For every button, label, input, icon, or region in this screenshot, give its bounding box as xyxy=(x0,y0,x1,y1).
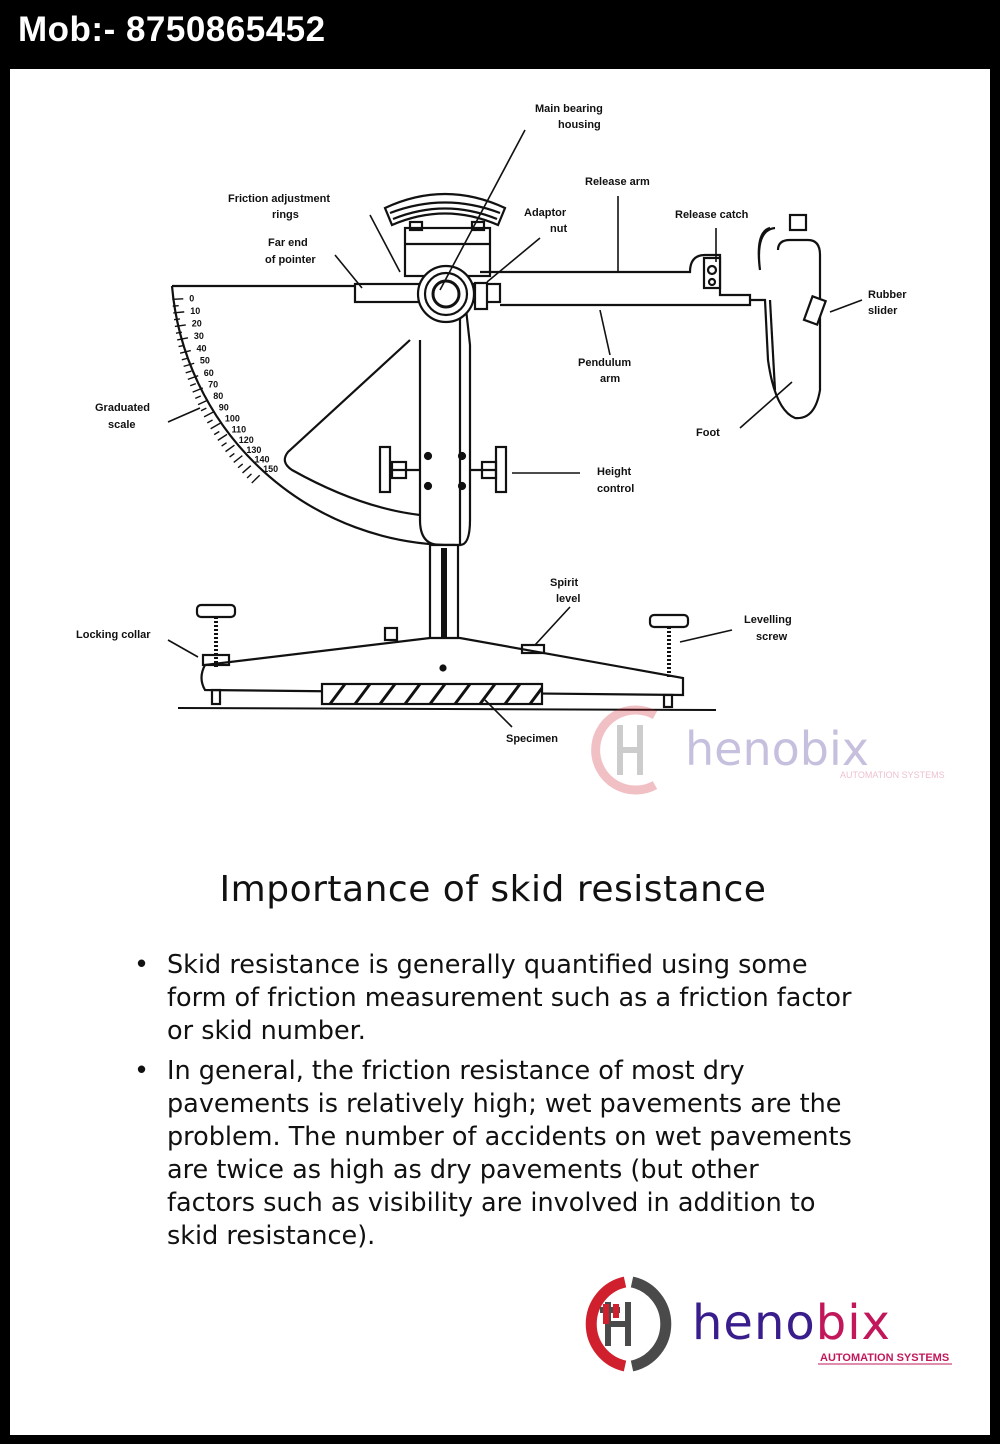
scale-tick xyxy=(178,344,185,348)
scale-tick xyxy=(172,298,184,301)
label-graduated-scale: Graduated xyxy=(95,402,150,414)
label-spirit-level: Spirit xyxy=(550,577,578,589)
scale-tick xyxy=(210,422,221,430)
bullet-text: Skid resistance is generally quantified … xyxy=(167,950,852,1046)
label-main-bearing-2: housing xyxy=(558,119,601,131)
scale-tick xyxy=(189,382,197,387)
bullet-symbol: • xyxy=(134,950,150,980)
logo-mark-red xyxy=(585,1276,627,1372)
scale-tick xyxy=(187,375,199,381)
scale-tick xyxy=(174,324,186,328)
bullet-item: • In general, the friction resistance of … xyxy=(132,1055,852,1253)
bullet-symbol: • xyxy=(134,1056,150,1086)
scale-tick xyxy=(237,463,244,469)
label-graduated-scale-2: scale xyxy=(108,419,136,431)
scale-tick xyxy=(229,452,235,458)
scale-tick xyxy=(185,370,192,374)
logo-name-part1: heno xyxy=(692,1295,816,1351)
scale-tick xyxy=(197,399,209,406)
bullet-item: • Skid resistance is generally quantified… xyxy=(132,949,852,1048)
scale-tick xyxy=(251,474,261,484)
label-foot: Foot xyxy=(696,427,720,439)
label-friction-rings: Friction adjustment xyxy=(228,193,330,205)
scale-number: 110 xyxy=(232,424,247,434)
slide-title: Importance of skid resistance xyxy=(219,869,767,910)
scale-number: 10 xyxy=(190,306,200,316)
henobix-logo: henobix AUTOMATION SYSTEMS xyxy=(585,1276,952,1372)
label-adaptor-nut: Adaptor xyxy=(524,207,567,219)
scale-arc xyxy=(170,284,456,547)
scale-tick xyxy=(233,455,243,464)
scale-tick xyxy=(225,444,235,453)
scale-tick xyxy=(192,387,204,393)
scale-tick xyxy=(173,318,181,321)
scale-tick xyxy=(246,473,252,479)
label-main-bearing: Main bearing xyxy=(535,103,603,115)
label-locking-collar: Locking collar xyxy=(76,629,151,641)
svg-text:AUTOMATION SYSTEMS: AUTOMATION SYSTEMS xyxy=(840,770,945,780)
scale-number: 90 xyxy=(219,403,229,413)
label-rubber-slider: Rubber xyxy=(868,289,907,301)
label-specimen: Specimen xyxy=(506,733,558,745)
scale-number: 100 xyxy=(225,414,240,424)
scale-tick xyxy=(200,407,207,412)
scale-number: 80 xyxy=(213,391,223,401)
scale-number: 40 xyxy=(197,343,207,353)
content-panel: Main bearing housing Release arm Frictio… xyxy=(10,69,990,1435)
svg-text:henobix: henobix xyxy=(692,1295,891,1351)
scale-number: 0 xyxy=(189,293,194,303)
label-pendulum-arm: Pendulum xyxy=(578,357,631,369)
scale-tick xyxy=(177,337,189,341)
scale-number: 120 xyxy=(239,435,254,445)
scale-tick xyxy=(183,362,195,368)
scale-tick xyxy=(203,411,215,418)
scale-number: 30 xyxy=(194,331,204,341)
label-friction-rings-2: rings xyxy=(272,209,299,221)
scale-number: 60 xyxy=(204,368,214,378)
scale-number: 70 xyxy=(208,380,218,390)
scale-tick xyxy=(194,395,202,400)
scale-tick xyxy=(206,419,213,424)
label-levelling-screw-2: screw xyxy=(756,631,788,643)
label-levelling-screw: Levelling xyxy=(744,614,792,626)
scale-number: 140 xyxy=(255,455,270,465)
label-release-arm: Release arm xyxy=(585,176,650,188)
scale-tick xyxy=(179,349,191,354)
label-far-end-2: of pointer xyxy=(265,254,316,266)
bullet-text: In general, the friction resistance of m… xyxy=(167,1056,852,1251)
label-release-catch: Release catch xyxy=(675,209,749,221)
logo-mark-gray xyxy=(630,1276,672,1372)
logo-tagline: AUTOMATION SYSTEMS xyxy=(820,1352,949,1364)
label-adaptor-nut-2: nut xyxy=(550,223,567,235)
label-height-control: Height xyxy=(597,466,632,478)
scale-number: 20 xyxy=(192,319,202,329)
scale-frame xyxy=(283,339,421,517)
scale-tick xyxy=(181,357,188,361)
label-far-end: Far end xyxy=(268,237,308,249)
label-height-control-2: control xyxy=(597,483,634,495)
scale-number: 150 xyxy=(263,464,278,474)
label-spirit-level-2: level xyxy=(556,593,580,605)
scale-tick xyxy=(242,465,252,474)
bullet-list: • Skid resistance is generally quantified… xyxy=(132,949,852,1260)
scale-tick xyxy=(213,430,220,436)
scale-number: 50 xyxy=(200,356,210,366)
pendulum-skid-tester-diagram: Main bearing housing Release arm Frictio… xyxy=(76,103,945,795)
logo-name-part2: bix xyxy=(816,1295,891,1351)
henobix-watermark: henobix AUTOMATION SYSTEMS xyxy=(591,705,945,795)
svg-text:henobix: henobix xyxy=(685,722,869,776)
scale-tick xyxy=(217,433,228,441)
scale-tick xyxy=(221,442,227,447)
scale-tick xyxy=(173,311,185,314)
scale-number: 130 xyxy=(246,445,261,455)
scale-tick xyxy=(175,331,182,334)
label-rubber-slider-2: slider xyxy=(868,305,898,317)
label-pendulum-arm-2: arm xyxy=(600,373,620,385)
phone-number: Mob:- 8750865452 xyxy=(18,10,326,49)
